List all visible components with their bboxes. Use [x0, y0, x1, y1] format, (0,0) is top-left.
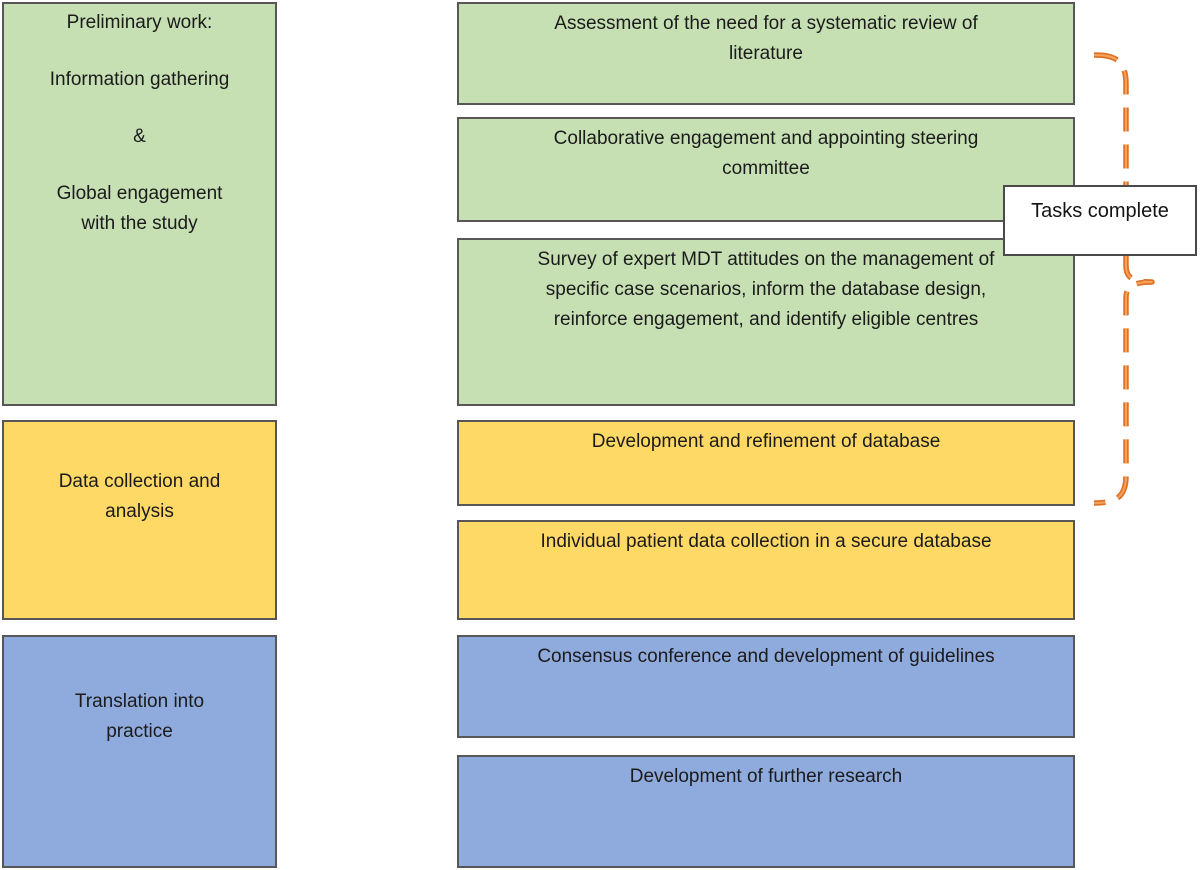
task-box-patient-data-collection: Individual patient data collection in a … — [457, 520, 1075, 620]
phase-box-data-collection: Data collection and analysis — [2, 420, 277, 620]
phase-box-translation-into-practice: Translation into practice — [2, 635, 277, 868]
phase-label: Data collection and analysis — [58, 471, 221, 522]
task-box-systematic-review: Assessment of the need for a systematic … — [457, 2, 1075, 105]
phase-label-line: Global engagement with the study — [56, 183, 223, 234]
task-box-database-development: Development and refinement of database — [457, 420, 1075, 506]
phase-label-line: & — [133, 126, 146, 147]
task-box-steering-committee: Collaborative engagement and appointing … — [457, 117, 1075, 222]
task-label: Development and refinement of database — [591, 431, 941, 452]
task-label: Individual patient data collection in a … — [540, 531, 992, 552]
task-box-further-research: Development of further research — [457, 755, 1075, 868]
task-label: Development of further research — [629, 766, 903, 787]
task-label: Assessment of the need for a systematic … — [554, 13, 978, 64]
phase-label: Translation into practice — [74, 691, 205, 742]
tasks-complete-label: Tasks complete — [1031, 200, 1169, 222]
task-box-mdt-survey: Survey of expert MDT attitudes on the ma… — [457, 238, 1075, 406]
task-label: Collaborative engagement and appointing … — [553, 128, 979, 179]
task-label: Consensus conference and development of … — [537, 646, 995, 667]
task-box-consensus-conference: Consensus conference and development of … — [457, 635, 1075, 738]
phase-box-preliminary-work: Preliminary work: Information gathering … — [2, 2, 277, 406]
tasks-complete-callout: Tasks complete — [1003, 185, 1197, 256]
phase-label-line: Preliminary work: — [66, 12, 213, 33]
phase-label-line: Information gathering — [49, 69, 230, 90]
task-label: Survey of expert MDT attitudes on the ma… — [537, 249, 995, 330]
